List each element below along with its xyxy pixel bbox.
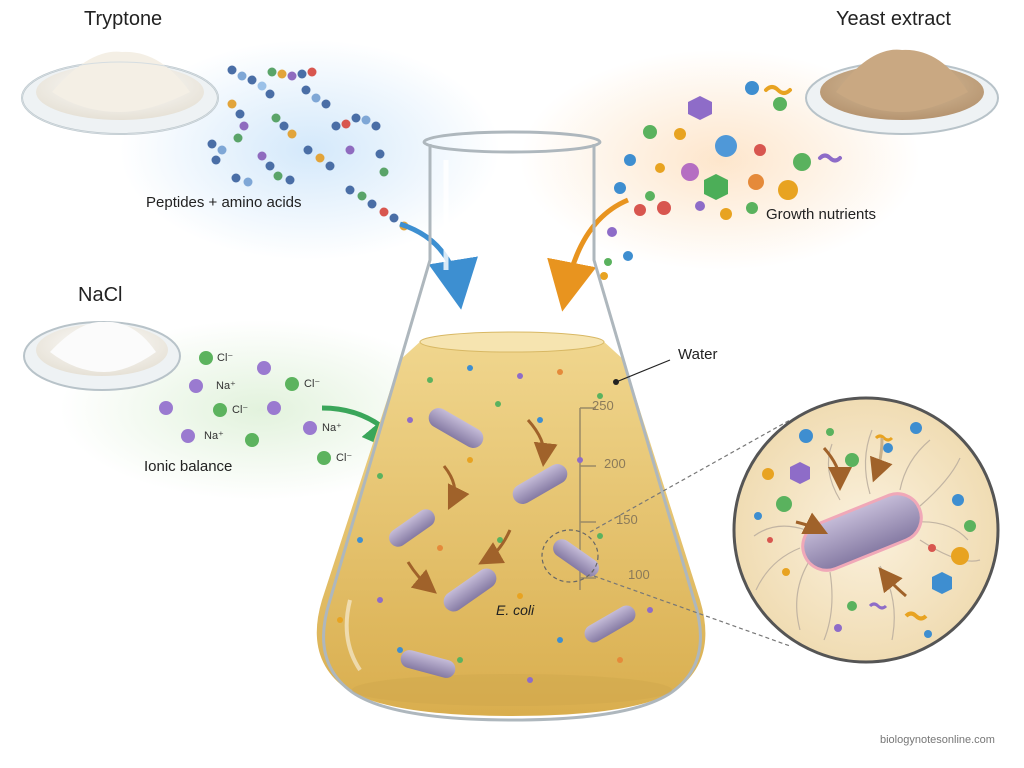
source-credit: biologynotesonline.com	[880, 734, 995, 746]
ion-label: Cl⁻	[232, 404, 249, 416]
yeast-extract-title: Yeast extract	[836, 8, 951, 30]
ecoli-label: E. coli	[496, 602, 535, 618]
zoom-source-ring	[541, 529, 599, 583]
ecoli-cells	[389, 408, 636, 678]
yeast-nutrient-molecules	[600, 81, 842, 280]
water-pointer-dot	[613, 379, 619, 385]
volume-mark: 250	[592, 398, 614, 413]
yeast-arrow	[547, 197, 629, 312]
tryptone-title: Tryptone	[84, 8, 163, 30]
ion-label: Na⁺	[216, 380, 236, 392]
ion-label: Cl⁻	[217, 352, 234, 364]
volume-mark: 150	[616, 512, 638, 527]
nacl-caption: Ionic balance	[144, 458, 233, 475]
yeast-caption: Growth nutrients	[766, 206, 877, 223]
ion-label: Na⁺	[204, 430, 224, 442]
magnified-cell-view	[732, 396, 1000, 664]
nacl-dish	[23, 321, 181, 391]
tryptone-caption: Peptides + amino acids	[146, 194, 302, 211]
water-pointer-line	[615, 359, 671, 383]
peptide-chains	[207, 65, 409, 231]
broth-particles	[337, 365, 653, 683]
volume-mark: 200	[604, 456, 626, 471]
ion-label: Cl⁻	[336, 452, 353, 464]
tryptone-arrow	[399, 221, 478, 310]
ion-label: Na⁺	[322, 422, 342, 434]
yeast-dish	[805, 49, 999, 135]
salt-ions	[159, 351, 331, 465]
volume-mark: 100	[628, 567, 650, 582]
nacl-title: NaCl	[78, 284, 123, 306]
tryptone-dish	[21, 51, 219, 135]
ion-label: Cl⁻	[304, 378, 321, 390]
water-label: Water	[678, 346, 718, 363]
nutrient-uptake-arrows	[406, 418, 558, 594]
zoom-connector-top	[589, 419, 791, 533]
